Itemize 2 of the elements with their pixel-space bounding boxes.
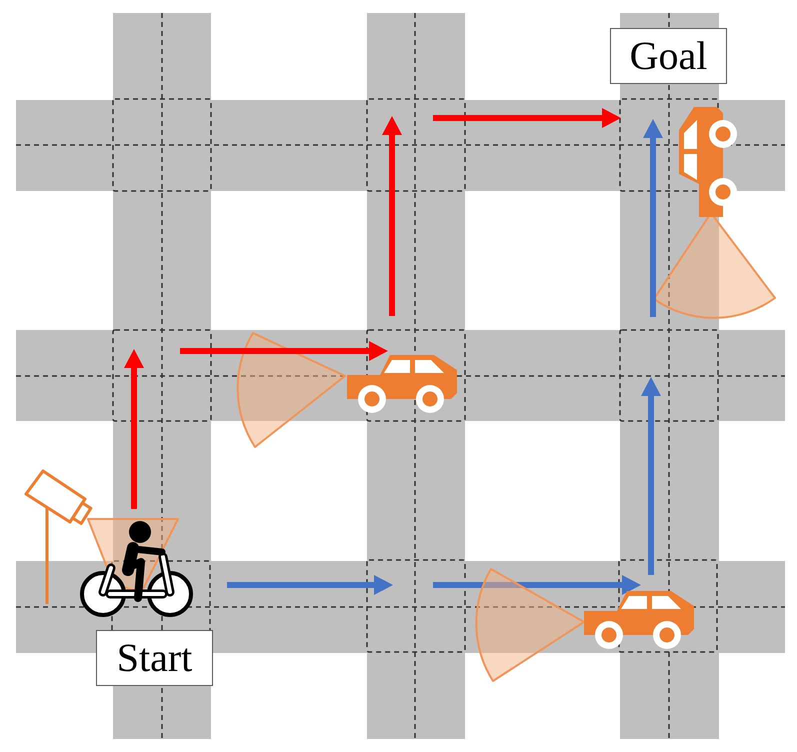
location-label: Goal: [610, 28, 727, 84]
location-label: Start: [96, 630, 213, 686]
